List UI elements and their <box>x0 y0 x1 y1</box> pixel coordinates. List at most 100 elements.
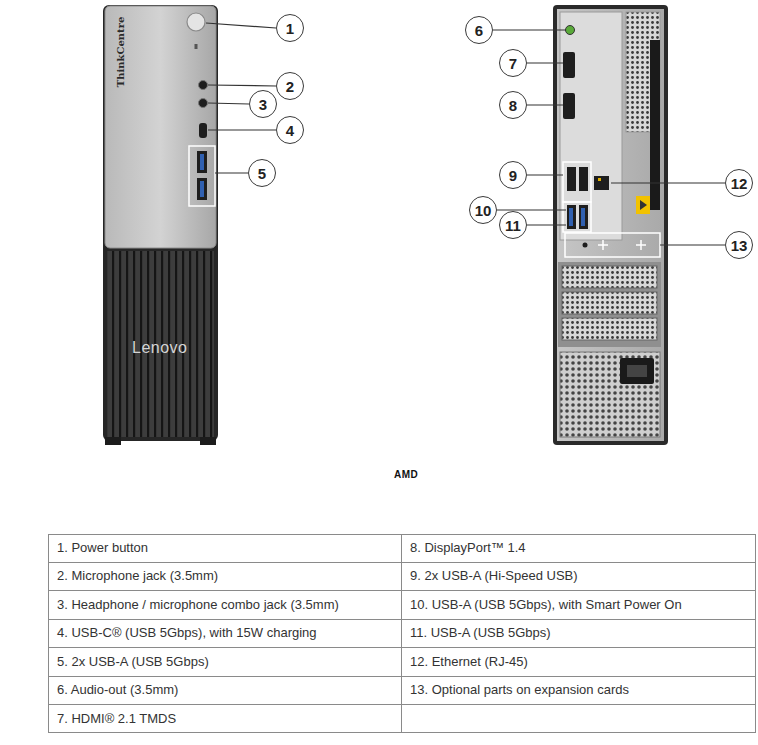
callout-number: 9 <box>509 168 517 183</box>
usb-a-port <box>197 178 207 200</box>
leader-line <box>215 172 248 173</box>
leader-line <box>493 29 566 30</box>
usb-a-tongue <box>569 208 573 226</box>
callout-circle: 13 <box>725 231 753 259</box>
table-rule <box>49 562 756 563</box>
leader-lines <box>206 23 725 245</box>
leader-line <box>527 174 563 175</box>
callout-number: 1 <box>286 21 294 36</box>
usb-a-tongue <box>581 208 585 226</box>
table-border <box>49 535 756 733</box>
hdmi-port <box>563 52 575 78</box>
ethernet-led <box>598 178 601 181</box>
usb-c-port <box>199 123 207 138</box>
power-button <box>187 13 205 31</box>
callout-number: 10 <box>475 203 492 218</box>
callout-circle: 3 <box>249 90 277 118</box>
port-group-frame <box>563 202 591 232</box>
leader-line <box>206 23 276 28</box>
table-rule <box>49 704 756 705</box>
table-rule <box>49 590 756 591</box>
callout-circle: 4 <box>276 116 304 144</box>
callout-number: 4 <box>286 123 294 138</box>
callout-circle: 5 <box>248 159 276 187</box>
callout-circle: 8 <box>499 91 527 119</box>
ethernet-port <box>594 176 609 190</box>
leader-line <box>497 209 566 210</box>
table-cell: 5. 2x USB-A (USB 5Gbps) <box>57 654 209 670</box>
callout-number: 6 <box>475 23 483 38</box>
foot <box>200 437 216 445</box>
leader-line <box>611 182 725 183</box>
table-rule <box>49 619 756 620</box>
slot-bay <box>558 262 661 347</box>
table-cell: 12. Ethernet (RJ-45) <box>410 654 528 670</box>
callout-number: 13 <box>731 238 748 253</box>
combo-jack <box>199 99 208 108</box>
plus-mark <box>598 240 646 250</box>
table-cell: 8. DisplayPort™ 1.4 <box>410 540 526 556</box>
leader-line <box>527 224 566 225</box>
callout-circle: 11 <box>499 211 527 239</box>
leader-line <box>208 85 276 86</box>
brand-logo: Lenovo <box>132 338 188 357</box>
brand-mark: ThinkCentre <box>115 17 127 88</box>
expansion-frame <box>565 233 660 257</box>
screw-hole <box>583 243 588 248</box>
back-panel <box>557 9 664 441</box>
slot-cover <box>562 266 657 288</box>
port-group-frame <box>563 162 591 202</box>
psu-grille <box>560 352 660 437</box>
port-group-frame <box>189 146 215 206</box>
spec-table <box>49 535 756 733</box>
leader-line <box>660 244 725 245</box>
callout-circle: 10 <box>469 196 497 224</box>
front-body <box>103 5 218 441</box>
audio-out-jack <box>566 26 575 35</box>
table-cell: 1. Power button <box>57 540 148 556</box>
usb-a-port <box>197 151 207 173</box>
callout-number: 3 <box>259 97 267 112</box>
leader-line <box>527 62 563 63</box>
table-cell: 4. USB-C® (USB 5Gbps), with 15W charging <box>57 625 317 641</box>
callout-number: 11 <box>505 218 521 233</box>
back-body <box>553 5 668 445</box>
front-panel <box>105 6 216 248</box>
callout-number: 7 <box>509 56 517 71</box>
callout-circle: 2 <box>276 72 304 100</box>
warning-mark <box>640 200 647 210</box>
callout-circle: 9 <box>499 161 527 189</box>
handle <box>650 40 660 210</box>
callout-number: 12 <box>731 176 748 191</box>
table-rule <box>49 676 756 677</box>
power-socket <box>620 358 654 384</box>
callout-circle: 7 <box>499 49 527 77</box>
front-vents <box>107 251 214 437</box>
power-socket-pins <box>627 365 647 377</box>
table-rule <box>401 535 402 733</box>
mic-jack <box>199 81 208 90</box>
io-plate <box>560 12 622 240</box>
callout-circle: 6 <box>465 16 493 44</box>
table-cell: 9. 2x USB-A (Hi-Speed USB) <box>410 568 578 584</box>
displayport-port <box>563 93 575 119</box>
table-cell: 11. USB-A (USB 5Gbps) <box>410 625 551 641</box>
callout-circle: 12 <box>725 169 753 197</box>
warning-label <box>636 196 650 214</box>
callout-number: 5 <box>258 166 266 181</box>
callout-number: 8 <box>509 98 517 113</box>
leader-line <box>208 103 249 104</box>
table-cell: 6. Audio-out (3.5mm) <box>57 682 178 698</box>
table-cell: 13. Optional parts on expansion cards <box>410 682 629 698</box>
slot-cover <box>562 318 657 340</box>
table-cell: 2. Microphone jack (3.5mm) <box>57 568 218 584</box>
leader-line <box>527 104 563 105</box>
table-cell: 3. Headphone / microphone combo jack (3.… <box>57 597 339 613</box>
brand-logo: AMD <box>394 469 418 481</box>
callout-circle: 1 <box>276 14 304 42</box>
status-led <box>195 44 198 49</box>
table-cell: 10. USB-A (USB 5Gbps), with Smart Power … <box>410 597 682 613</box>
usb-a-port <box>579 167 588 191</box>
foot <box>105 437 121 445</box>
